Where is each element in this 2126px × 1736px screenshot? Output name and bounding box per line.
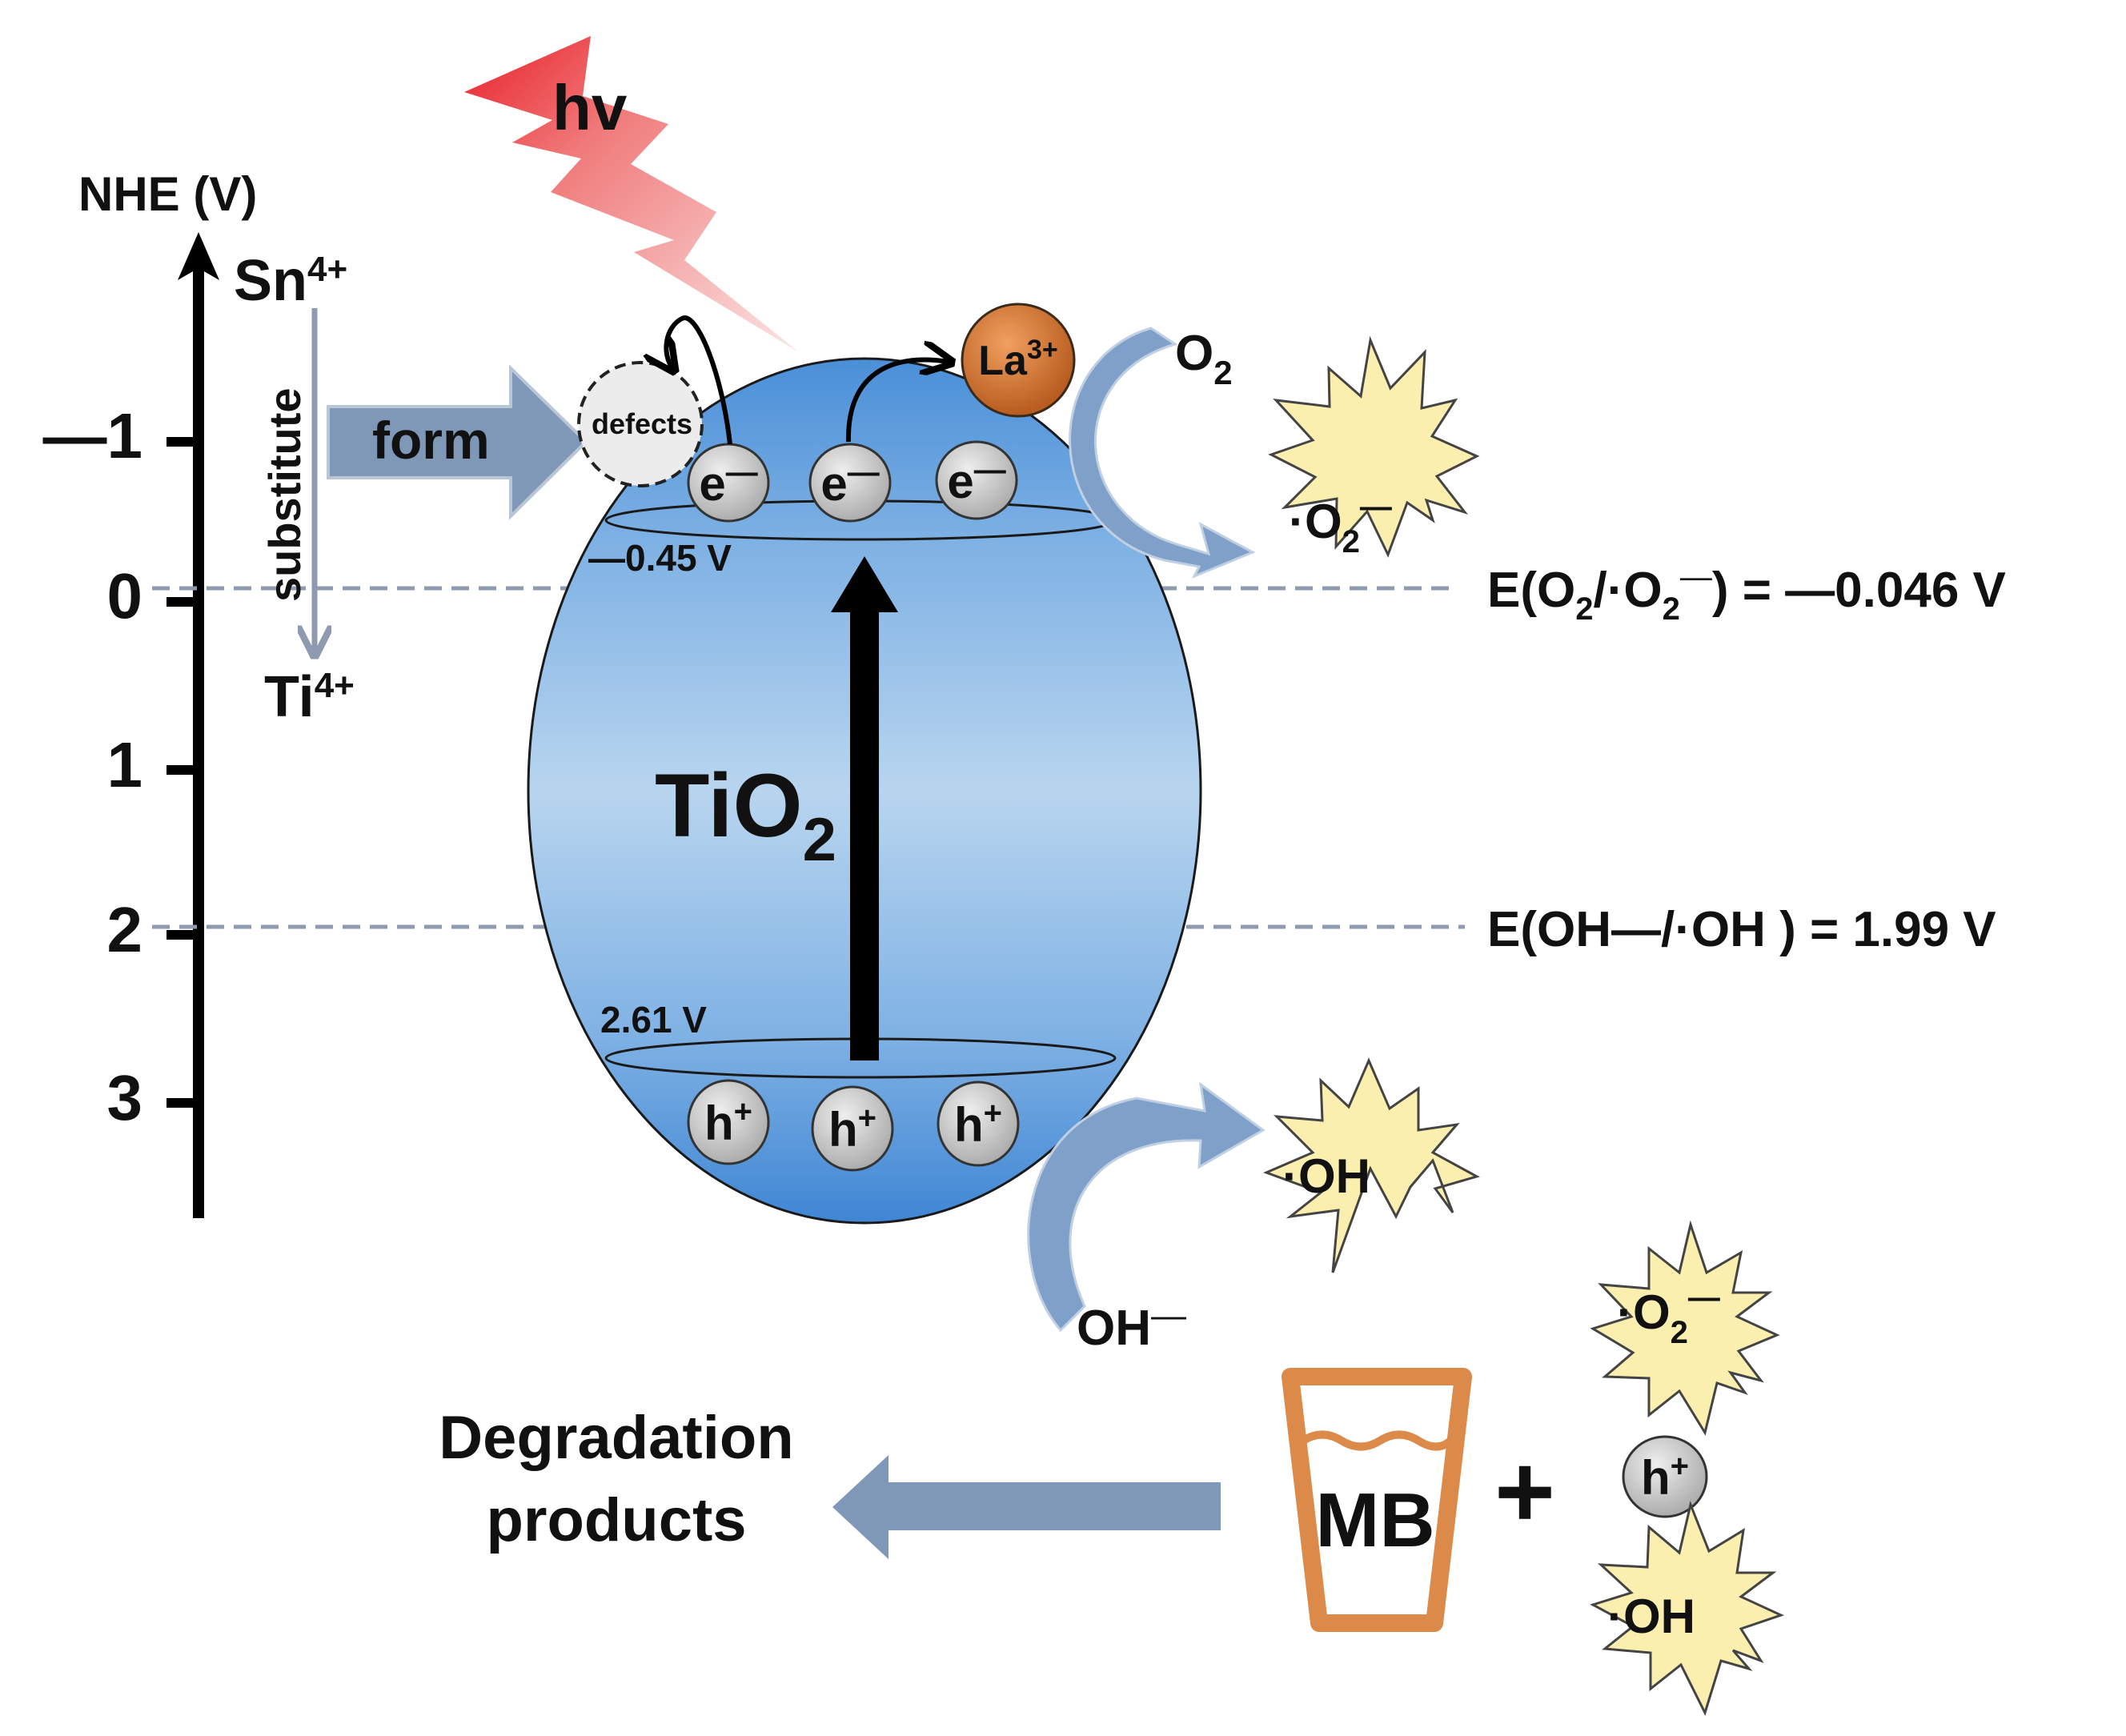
bottom-hydroxyl: ·OH <box>1590 1500 1785 1717</box>
cup-water-line <box>1301 1430 1454 1451</box>
hole-ball <box>1622 1435 1708 1518</box>
electron-ball <box>808 443 892 523</box>
form-arrow-shape <box>327 364 588 520</box>
axis-title: NHE (V) <box>78 167 257 221</box>
electron: e— <box>935 440 1018 520</box>
oxygen-reduction: O2 ·O2— <box>1069 326 1480 579</box>
electron-label: e— <box>820 455 879 511</box>
defects-circle <box>577 361 704 487</box>
bottom-hole: h+ <box>1622 1435 1708 1518</box>
sn-ion-label: Sn4+ <box>234 249 347 313</box>
o2-curved-arrow <box>1069 327 1256 579</box>
electron-ball <box>935 440 1018 520</box>
lightning-bolt-icon <box>464 36 799 352</box>
semiconductor-label: TiO2 <box>655 756 836 874</box>
oh-potential-label: E(OH—/·OH ) = 1.99 V <box>1487 902 1996 957</box>
hydroxide-label: OH— <box>1077 1296 1186 1356</box>
superoxide-star <box>1590 1220 1780 1436</box>
products-label: Degradation <box>439 1404 793 1472</box>
trap-arrow <box>666 315 732 445</box>
transfer-to-la-arrow <box>845 359 949 443</box>
superoxide-label: ·O2— <box>1617 1280 1720 1350</box>
defects-label: defects <box>592 407 692 440</box>
superoxide-label: ·O2— <box>1289 489 1392 559</box>
substitution-group: Sn4+ substitute Ti4+ <box>234 249 355 729</box>
hole-label: h+ <box>704 1094 752 1150</box>
hole-label: h+ <box>954 1096 1002 1152</box>
degradation-arrow-shape <box>832 1455 1221 1559</box>
excitation-arrow-shaft <box>850 608 879 1060</box>
tick-label: —1 <box>43 400 143 471</box>
electron-label: e— <box>699 455 757 511</box>
products-label: products <box>486 1486 746 1554</box>
hole-ball <box>811 1085 894 1172</box>
light-bolt: hv <box>464 36 799 352</box>
hole: h+ <box>937 1080 1020 1167</box>
mb-label: MB <box>1315 1477 1434 1563</box>
nhe-axis: NHE (V) —1 0 1 2 3 <box>43 167 257 1218</box>
hole-ball <box>937 1080 1020 1167</box>
tick-label: 3 <box>107 1062 143 1133</box>
hydroxyl-label: ·OH <box>1607 1590 1695 1643</box>
vb-potential-label: 2.61 V <box>600 999 707 1040</box>
form-label: form <box>372 411 490 470</box>
la-ball <box>961 303 1076 418</box>
tick-label: 0 <box>107 560 143 631</box>
excitation-arrowhead <box>831 556 898 612</box>
electron-label: e— <box>947 452 1005 508</box>
hole-label: h+ <box>828 1101 876 1157</box>
electron: e— <box>687 443 770 523</box>
o2-label: O2 <box>1175 326 1233 391</box>
ti-ion-label: Ti4+ <box>264 665 355 729</box>
mb-cup-icon: MB <box>1282 1368 1472 1632</box>
la-dopant: La3+ <box>961 303 1076 418</box>
bottom-superoxide: ·O2— <box>1590 1220 1780 1436</box>
hole: h+ <box>687 1079 770 1165</box>
cb-potential-label: —0.45 V <box>588 537 732 579</box>
hole-ball <box>687 1079 770 1165</box>
hydroxide-oxidation: OH— ·OH <box>1027 1057 1480 1356</box>
hydroxyl-star <box>1590 1500 1785 1717</box>
superoxide-star <box>1268 335 1480 558</box>
hole-label: h+ <box>1641 1449 1689 1505</box>
hydroxyl-label: ·OH <box>1282 1149 1370 1203</box>
degradation-arrow <box>832 1455 1221 1559</box>
form-arrow: form <box>327 364 588 520</box>
hole: h+ <box>811 1085 894 1172</box>
hydroxyl-star <box>1262 1057 1480 1273</box>
hv-label: hv <box>552 72 628 143</box>
axis-arrowhead <box>178 232 219 280</box>
oh-curved-arrow <box>1027 1081 1266 1333</box>
tick-label: 1 <box>107 729 143 800</box>
electron: e— <box>808 443 892 523</box>
plus-sign: + <box>1494 1433 1555 1550</box>
o2-potential-label: E(O2/·O2—) = —0.046 V <box>1487 559 2006 627</box>
tick-label: 2 <box>107 894 143 965</box>
la-label: La3+ <box>978 335 1057 384</box>
substitute-label: substitute <box>259 387 310 602</box>
